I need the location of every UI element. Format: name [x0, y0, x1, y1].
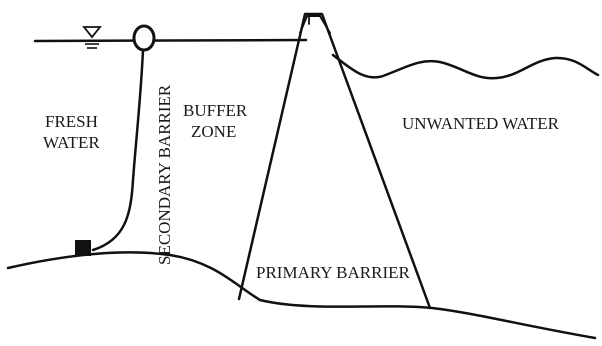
secondary-barrier-line	[93, 50, 143, 250]
fresh-water-label-line2: WATER	[43, 133, 100, 152]
water-level-triangle-icon	[84, 27, 100, 48]
secondary-barrier-label: SECONDARY BARRIER	[155, 84, 174, 265]
unwanted-water-label: UNWANTED WATER	[402, 114, 560, 133]
unwanted-water-surface-wave	[333, 55, 598, 78]
fresh-water-surface-line	[35, 40, 306, 41]
fresh-water-label-line1: FRESH	[45, 112, 98, 131]
primary-barrier-label: PRIMARY BARRIER	[256, 263, 410, 282]
buffer-zone-label-line2: ZONE	[191, 122, 236, 141]
float-ring-icon	[134, 26, 154, 50]
buffer-zone-label-line1: BUFFER	[183, 101, 248, 120]
